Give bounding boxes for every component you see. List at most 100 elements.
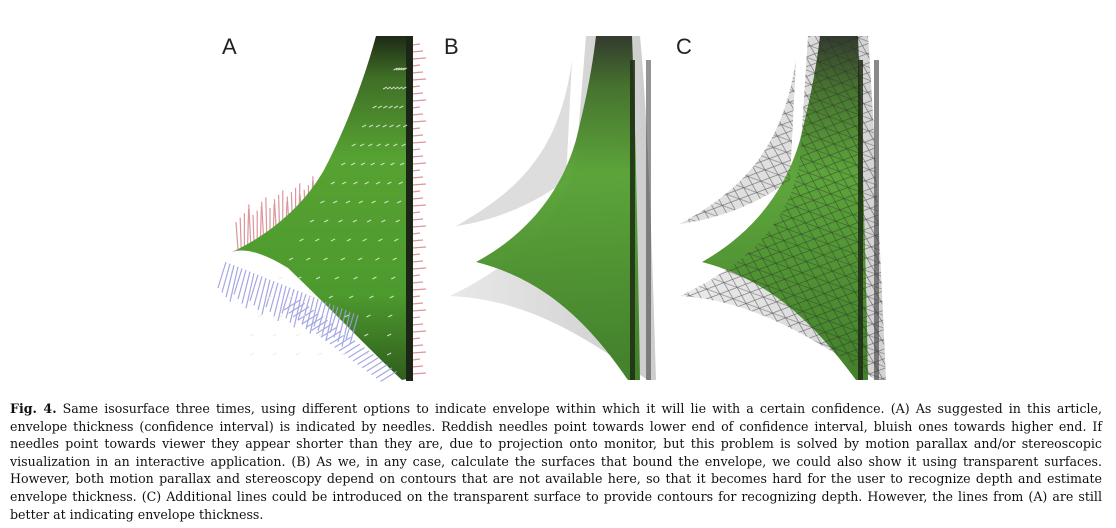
needle [315,238,320,242]
needle [272,352,278,356]
needle [411,162,427,165]
needle [380,370,397,382]
figure-panels [217,36,886,382]
needle [411,225,427,228]
needle [366,219,372,223]
needle [411,92,424,95]
needle [235,221,239,251]
needle [372,276,377,280]
needle [334,336,351,348]
panel-a-surface [232,36,412,380]
needle [411,372,427,375]
needle [328,295,334,299]
needle [389,295,394,299]
needle [261,201,265,239]
needle [390,162,395,166]
needle [389,124,394,128]
needle [411,267,427,270]
needle [388,105,393,109]
needle [411,78,427,81]
needle [288,257,294,261]
needle [257,314,262,318]
needle [364,352,369,356]
needle [277,285,287,322]
needle [411,148,421,151]
figure-caption-text: Same isosurface three times, using diffe… [10,401,1102,522]
needle [378,238,383,242]
needle [345,313,355,340]
needle [300,314,306,318]
needle [221,263,231,293]
needle [357,353,374,365]
needle [353,181,358,185]
needle [411,358,421,361]
needle [399,162,405,166]
needle [351,143,356,147]
needle [386,333,392,337]
needle [393,143,398,147]
needle [321,303,331,336]
needle [411,239,424,242]
needle [338,340,356,352]
needle [269,282,279,312]
needle [358,200,363,204]
needle [350,162,356,166]
needle [315,276,321,280]
needle [400,67,405,71]
needle [348,295,354,299]
needle [411,295,421,298]
figure-caption: Fig. 4.Same isosurface three times, usin… [10,400,1102,523]
needle [390,276,396,280]
needle [338,219,343,223]
needle [360,162,366,166]
needle [318,333,323,337]
needle [353,276,358,280]
needle [411,64,421,67]
panel-a-drawing [217,36,427,382]
needle [273,284,283,317]
needle [217,261,227,289]
needle [402,67,408,71]
needle [364,333,369,337]
needle [370,162,375,166]
needle [368,124,374,128]
needle [375,124,381,128]
needle [402,86,407,90]
needle [302,313,319,325]
panel-c-drawing [680,36,886,380]
needle [278,276,283,280]
needle [411,260,424,263]
needle [352,219,358,223]
needle [411,351,427,354]
needle [308,295,313,299]
needle [387,181,392,185]
needle [341,311,351,347]
needle [375,181,381,185]
needle [411,71,424,74]
needle [411,43,421,46]
needle [411,134,424,137]
needle [386,352,392,356]
needle [288,302,305,314]
needle [340,257,346,261]
needle [306,316,324,328]
panel-label-c: C [676,34,692,59]
figure-caption-label: Fig. 4. [10,401,57,416]
needle [392,257,397,261]
needle [411,323,424,326]
needle [411,57,427,60]
needle [411,218,424,221]
needle [411,253,421,256]
needle [382,124,387,128]
needle [411,197,424,200]
needle [359,143,365,147]
needle [329,306,339,333]
needle [281,287,291,314]
needle [411,330,427,333]
needle [259,206,262,241]
needle [315,323,333,335]
needle [411,50,424,53]
needle [380,162,385,166]
needle [376,143,381,147]
needle [411,183,427,186]
